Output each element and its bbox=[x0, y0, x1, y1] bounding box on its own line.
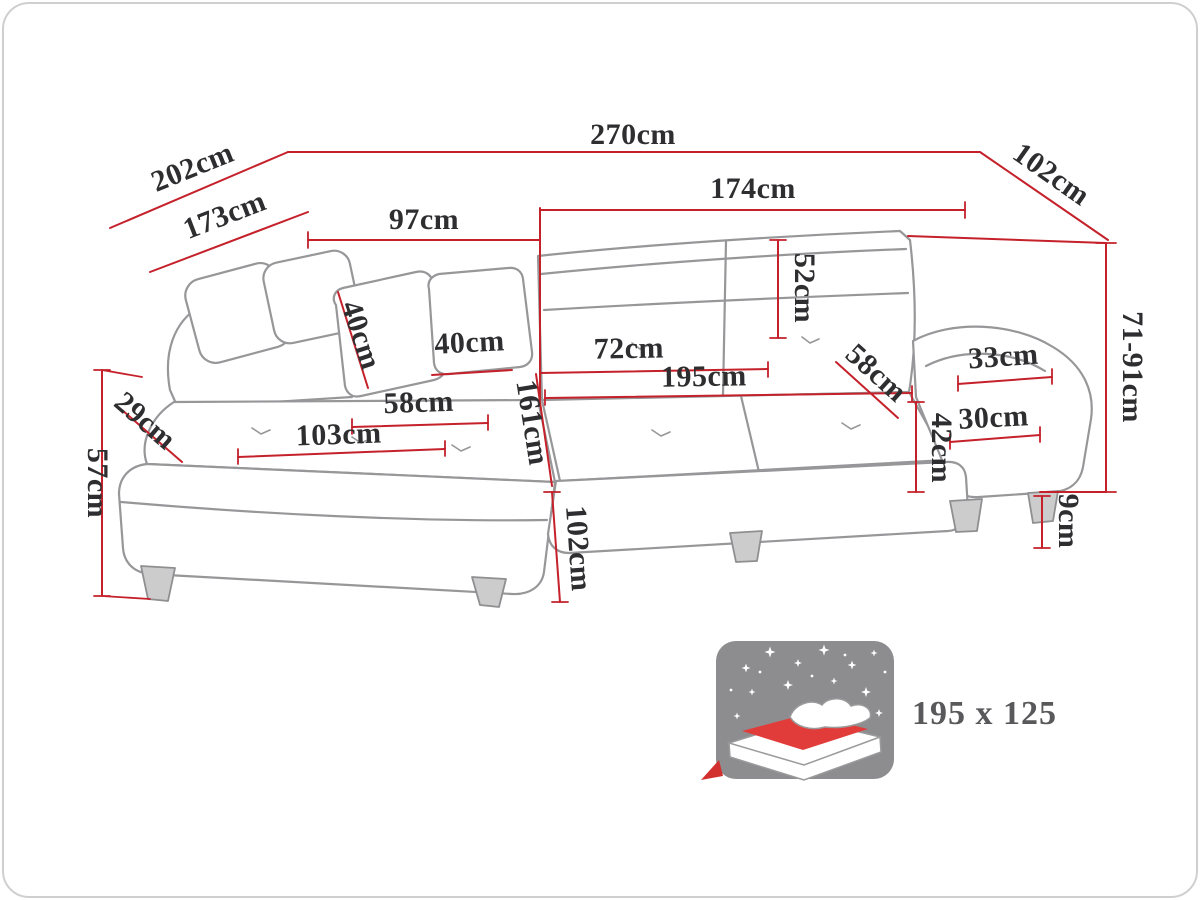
sofa-back-top-seam bbox=[539, 247, 908, 276]
dim-line-40-pillow bbox=[337, 291, 369, 389]
foot-center-icon bbox=[729, 530, 763, 563]
tuft-marks bbox=[251, 336, 861, 452]
foot-right-icon bbox=[949, 498, 983, 533]
dim-label-270: 270cm bbox=[590, 118, 676, 151]
dim-label-33: 33cm bbox=[967, 338, 1039, 376]
dim-ext-top-right bbox=[907, 235, 1107, 244]
bed-blanket bbox=[789, 698, 872, 730]
dim-line-29 bbox=[121, 409, 183, 463]
dim-line-58-right bbox=[835, 361, 899, 419]
main-seat-seam bbox=[739, 394, 761, 474]
dim-label-9: 9cm bbox=[1052, 494, 1085, 549]
dim-line-30 bbox=[949, 434, 1041, 443]
stars-icon bbox=[729, 644, 887, 720]
sofa-back-mid-seam bbox=[542, 291, 910, 312]
dim-label-72: 72cm bbox=[593, 331, 664, 365]
dim-line-202 bbox=[109, 151, 289, 229]
dim-label-58-left: 58cm bbox=[383, 385, 454, 420]
dim-label-202: 202cm bbox=[146, 136, 238, 199]
dim-label-42: 42cm bbox=[925, 413, 958, 483]
chaise-front bbox=[117, 462, 557, 596]
dim-line-33 bbox=[957, 376, 1053, 385]
dim-line-58-left bbox=[351, 422, 489, 428]
armrest-roll-seam bbox=[924, 352, 1047, 373]
dim-line-161 bbox=[535, 373, 553, 487]
foot-chaise-right-icon bbox=[471, 576, 507, 608]
fold-arrow-icon bbox=[701, 760, 723, 780]
dim-line-103 bbox=[237, 448, 446, 458]
chaise-front-seam bbox=[119, 500, 549, 522]
dim-label-174: 174cm bbox=[710, 172, 796, 205]
dimension-labels: 270cm 202cm 102cm 173cm 97cm 174cm 52cm … bbox=[81, 118, 1149, 592]
bed-icon bbox=[726, 698, 883, 781]
dim-line-40-width bbox=[431, 369, 513, 376]
sleeping-area-badge: 195 x 125 bbox=[701, 641, 1057, 781]
dim-line-173 bbox=[149, 211, 309, 273]
dim-label-30: 30cm bbox=[958, 399, 1030, 436]
sleeping-area-label: 195 x 125 bbox=[912, 695, 1057, 732]
dim-tick-marks bbox=[93, 201, 1117, 603]
dim-label-52: 52cm bbox=[788, 253, 821, 323]
dim-line-102-bottom bbox=[551, 491, 561, 603]
dim-label-57: 57cm bbox=[81, 448, 114, 518]
dim-label-71-91: 71-91cm bbox=[1116, 311, 1149, 423]
dim-label-40-width: 40cm bbox=[434, 324, 506, 361]
dimension-lines bbox=[93, 151, 1117, 603]
dim-label-103: 103cm bbox=[295, 417, 382, 453]
pillow-right bbox=[427, 266, 534, 376]
dim-line-72 bbox=[539, 368, 769, 374]
dim-label-102-bottom: 102cm bbox=[559, 504, 598, 592]
dim-line-102-right bbox=[979, 151, 1109, 241]
dim-label-97: 97cm bbox=[389, 203, 459, 236]
dim-label-195: 195cm bbox=[661, 359, 747, 393]
sofa-outline bbox=[117, 229, 1093, 596]
dim-line-195 bbox=[544, 392, 913, 399]
foot-front-left-icon bbox=[140, 565, 176, 602]
